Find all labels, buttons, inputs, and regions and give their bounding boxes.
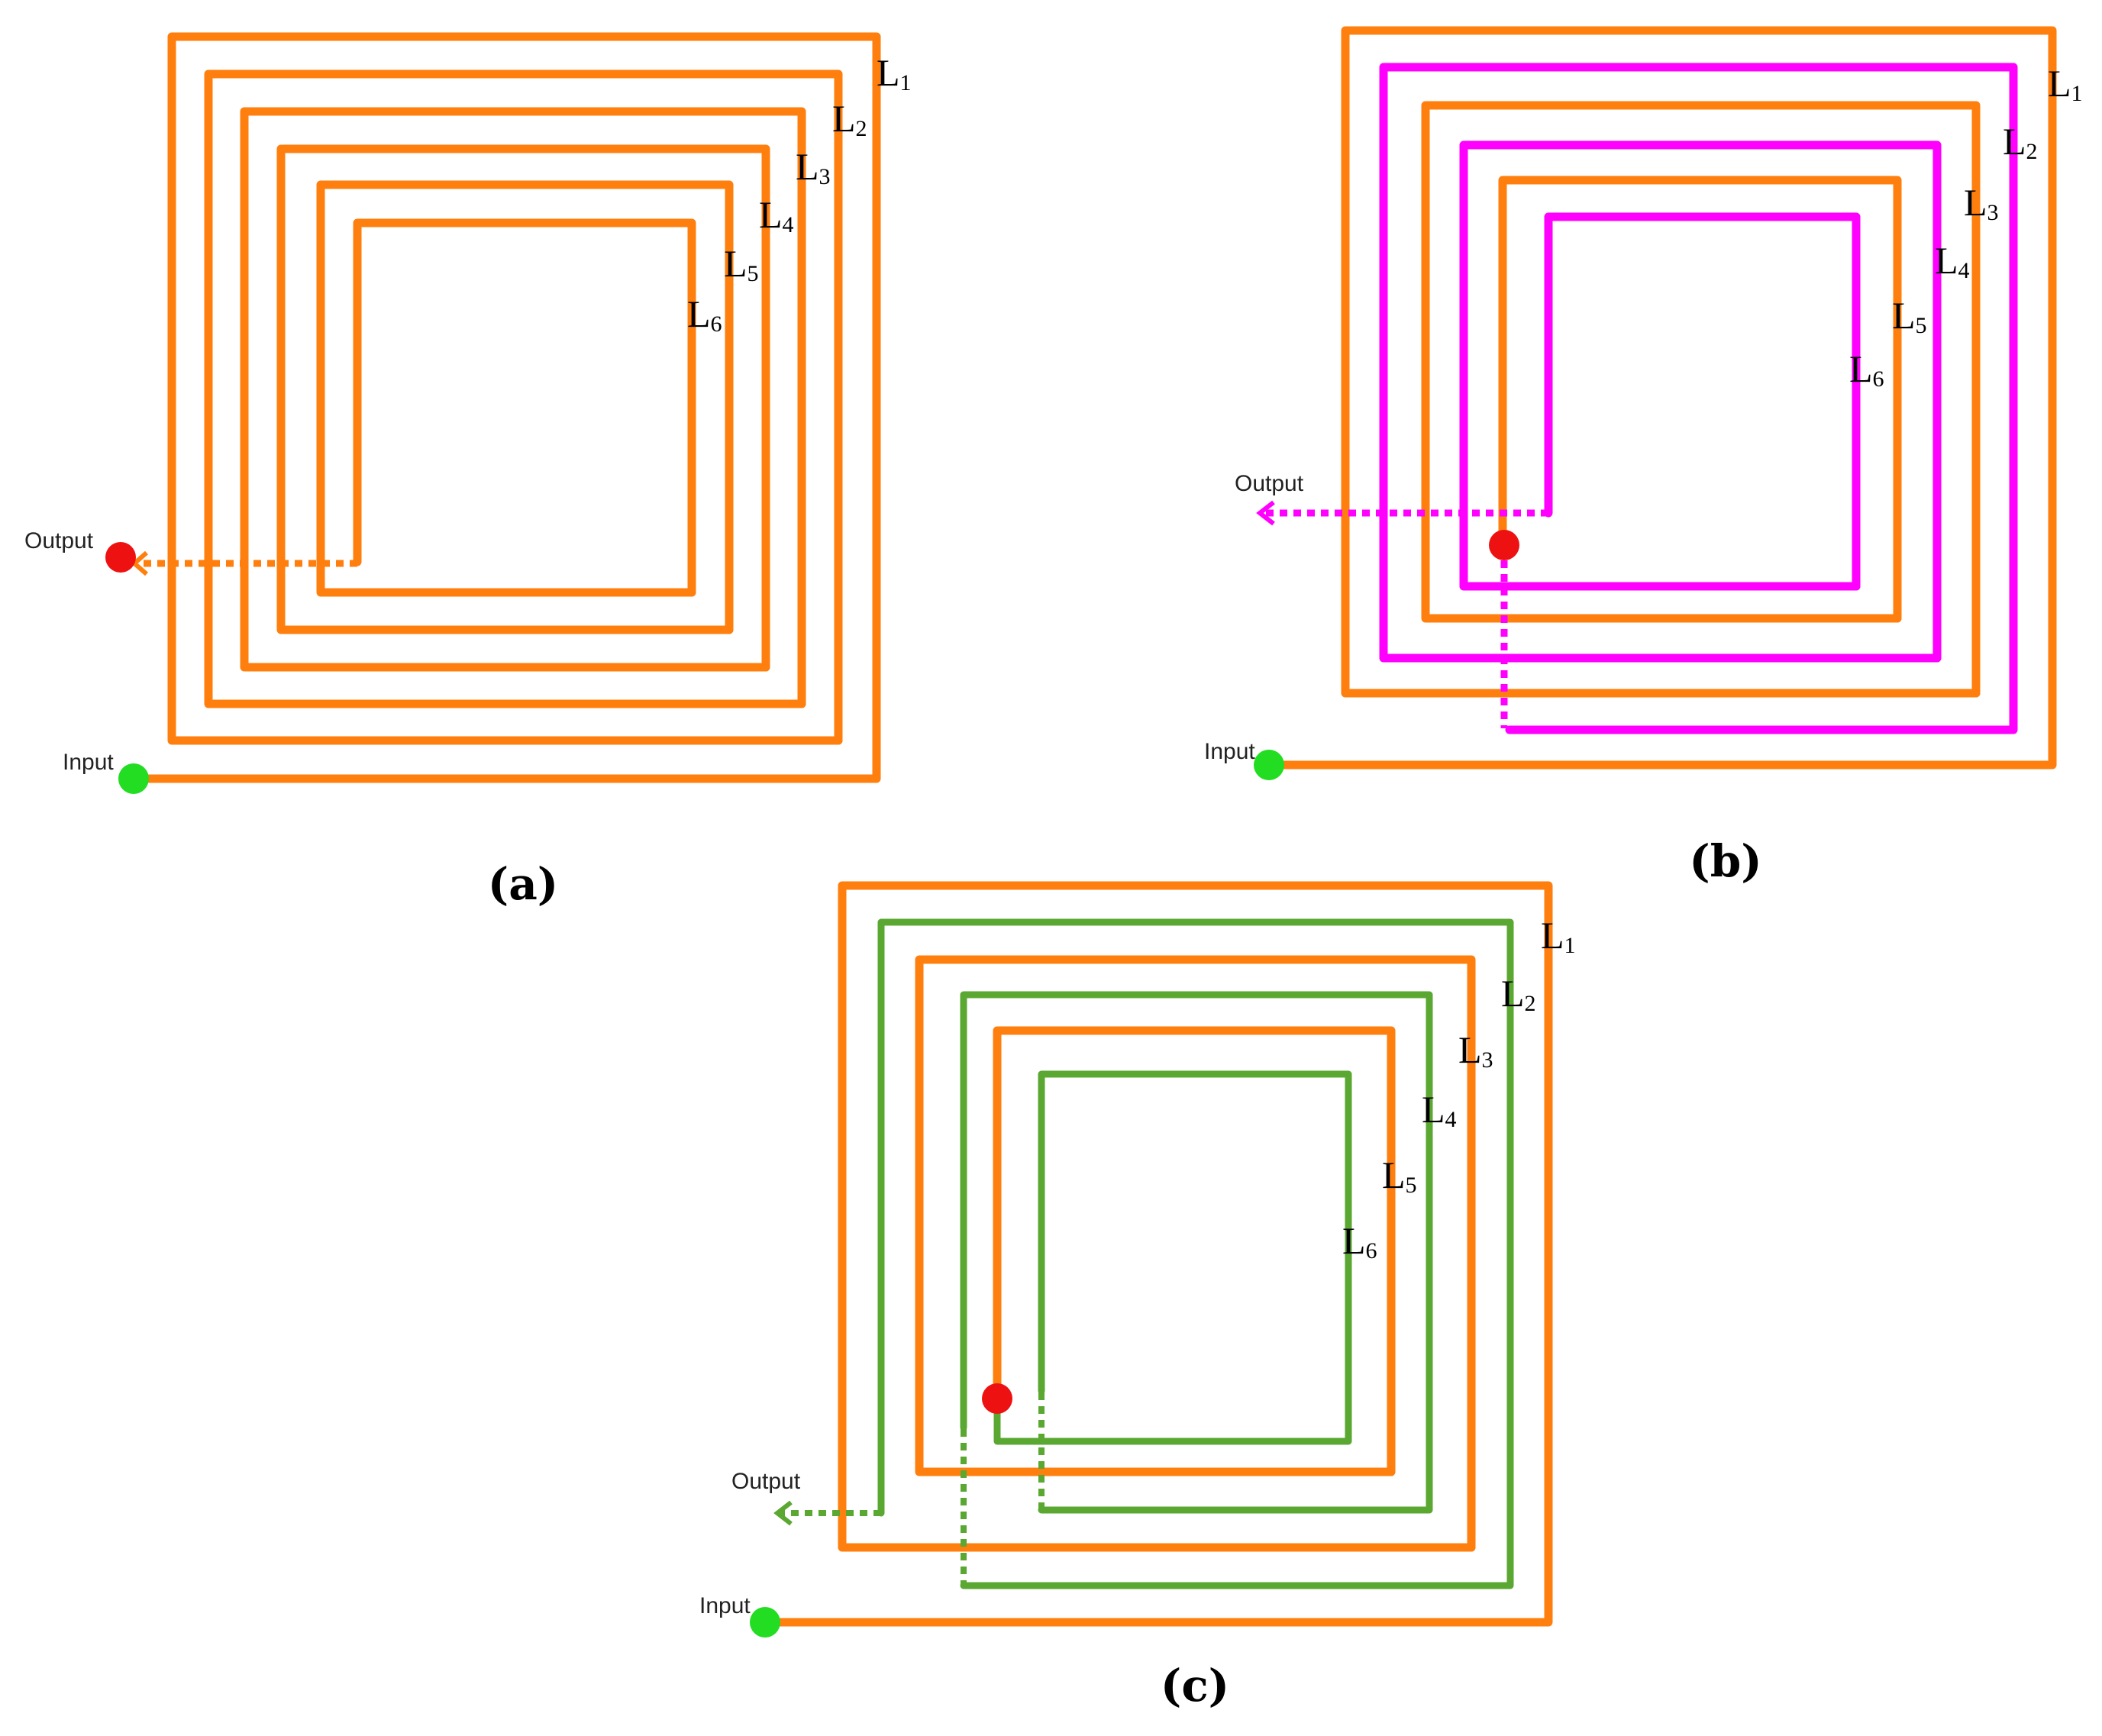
- panel-a-coil-label: L4: [759, 193, 794, 237]
- panel-b-turn-4: [1459, 140, 1942, 663]
- panel-a-turn-4: [276, 144, 770, 672]
- panel-b-coil-label: L3: [1964, 181, 1999, 225]
- panel-b-turn-6: [1544, 212, 1861, 591]
- panel-c-turn-5: [993, 1026, 1396, 1476]
- panel-c-coil-label: L3: [1458, 1028, 1493, 1073]
- panel-b: Output Input L1 L2 L3 L4 L5 L6 (b): [1204, 26, 2083, 887]
- panel-c-input-terminal: [750, 1607, 780, 1638]
- panel-a-turn-3: [240, 107, 806, 708]
- panel-c-turn-4: [960, 991, 1433, 1514]
- panel-b-coil-label: L4: [1935, 239, 1970, 283]
- panel-b-red-junction: [1489, 530, 1519, 560]
- panel-c-turn-2: [877, 918, 1514, 1589]
- panel-c-turn-6: [993, 1070, 1352, 1445]
- panel-b-input-label: Input: [1204, 739, 1255, 764]
- panel-a-turn-2: [204, 69, 843, 745]
- panel-c-coil-label: L1: [1541, 914, 1576, 958]
- panel-b-turn-2: [1379, 63, 2018, 734]
- panel-b-caption: (b): [1689, 835, 1761, 887]
- panel-a-coil-label: L5: [724, 242, 759, 286]
- panel-a-turn-5: [316, 180, 734, 634]
- panel-c-turn-1: [760, 881, 1553, 1627]
- panel-b-output-arrowhead: [1256, 500, 1275, 526]
- panel-c-caption: (c): [1161, 1660, 1229, 1712]
- panel-b-turn-5: [1498, 176, 1902, 623]
- panel-c-coil-label: L6: [1342, 1219, 1377, 1263]
- panel-a-input-label: Input: [63, 750, 114, 775]
- panel-a-coil-label: L6: [687, 292, 722, 337]
- panel-b-input-terminal: [1254, 750, 1284, 780]
- panel-a-coil-label: L2: [832, 97, 867, 141]
- panel-a: Output Input L1 L2 L3 L4 L5 L6 (a): [24, 32, 912, 910]
- panel-c-red-junction: [982, 1383, 1012, 1414]
- panel-a-input-terminal: [118, 763, 149, 794]
- panel-b-coil-label: L2: [2003, 120, 2038, 164]
- panel-a-output-label: Output: [24, 528, 94, 553]
- panel-a-coil-label: L3: [796, 145, 831, 189]
- panel-c-output-label: Output: [731, 1469, 801, 1494]
- panel-c-coil-label: L5: [1382, 1154, 1417, 1198]
- panel-a-caption: (a): [488, 858, 558, 910]
- panel-b-coil-label: L6: [1849, 347, 1884, 392]
- panel-a-coil-label: L1: [877, 51, 912, 95]
- panel-b-coil-label: L5: [1892, 294, 1927, 338]
- panel-a-output-terminal: [105, 542, 136, 573]
- panel-c-coil-label: L2: [1501, 972, 1536, 1016]
- panel-c-input-label: Input: [699, 1593, 751, 1618]
- panel-a-turn-6: [353, 218, 696, 597]
- panel-b-turn-3: [1421, 101, 1981, 698]
- panel-c-coil-label: L4: [1422, 1088, 1457, 1132]
- panel-b-coil-label: L1: [2048, 62, 2083, 106]
- panel-c-turn-3: [915, 955, 1476, 1552]
- panel-b-turn-1: [1263, 26, 2057, 770]
- panel-c: Output Input L1 L2 L3 L4 L5 L6 (c): [699, 881, 1576, 1712]
- panel-a-turn-1: [131, 32, 881, 783]
- panel-b-output-label: Output: [1235, 471, 1304, 496]
- panel-c-output-arrowhead: [773, 1500, 793, 1526]
